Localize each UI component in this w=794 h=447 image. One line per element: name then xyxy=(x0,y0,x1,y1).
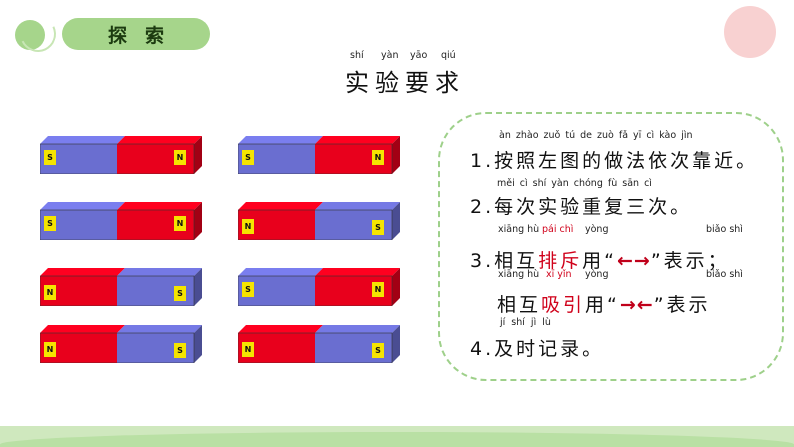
requirement-3-mid: 用“ xyxy=(582,250,617,272)
line2-pinyin: měi cì shí yàn chóng fù sān cì xyxy=(497,178,652,189)
decorative-arc xyxy=(14,10,62,58)
line1-pinyin: àn zhào zuǒ tú de zuò fǎ yī cì kào jìn xyxy=(499,130,693,141)
pole-label: S xyxy=(174,343,186,358)
pole-label: N xyxy=(174,216,186,231)
pole-label: S xyxy=(242,282,254,297)
requirement-3-prefix: 3.相互 xyxy=(470,250,539,272)
line3-pinyin-red: pái chì xyxy=(542,224,574,235)
section-header: 探索 xyxy=(62,18,210,50)
requirement-2: 2.每次实验重复三次。 xyxy=(470,196,693,218)
pole-label: N xyxy=(174,150,186,165)
line4-pinyin-c: biǎo shì xyxy=(706,269,743,280)
title-pinyin-1: shí xyxy=(350,50,364,61)
requirement-3b-prefix: 相互 xyxy=(497,294,542,316)
pole-label: N xyxy=(44,285,56,300)
requirement-4: 4.及时记录。 xyxy=(470,338,605,360)
requirement-1: 1.按照左图的做法依次靠近。 xyxy=(470,150,759,172)
pole-label: N xyxy=(242,219,254,234)
line3-pinyin-a: xiāng hù xyxy=(498,224,540,235)
attract-arrows-icon: →← xyxy=(619,294,654,316)
requirement-3-suffix: ”表示； xyxy=(650,250,730,272)
requirement-3b-keyword: 吸引 xyxy=(541,294,586,316)
requirement-3-keyword: 排斥 xyxy=(538,250,583,272)
title-pinyin-3: yāo xyxy=(410,50,428,61)
pole-label: N xyxy=(372,150,384,165)
pole-label: N xyxy=(242,342,254,357)
pole-label: S xyxy=(372,220,384,235)
pole-label: S xyxy=(44,150,56,165)
title-pinyin-4: qiú xyxy=(441,50,456,61)
pole-label: S xyxy=(372,343,384,358)
page-title: 实验要求 xyxy=(345,69,465,97)
pole-label: S xyxy=(44,216,56,231)
pole-label: S xyxy=(174,286,186,301)
line3-pinyin-c: biǎo shì xyxy=(706,224,743,235)
pole-label: N xyxy=(372,282,384,297)
pole-label: S xyxy=(242,150,254,165)
line4-pinyin-b: yòng xyxy=(585,269,609,280)
pole-label: N xyxy=(44,342,56,357)
requirements-box xyxy=(438,112,784,381)
requirement-3b: 相互吸引用“→←”表示 xyxy=(497,290,711,317)
bottom-wave xyxy=(0,432,794,447)
line4-pinyin-red: xī yǐn xyxy=(546,269,572,280)
requirement-3b-mid: 用“ xyxy=(585,294,620,316)
section-header-label: 探索 xyxy=(107,24,182,47)
decorative-circle-pink xyxy=(724,6,776,58)
title-pinyin-2: yàn xyxy=(381,50,399,61)
repel-arrows-icon: ←→ xyxy=(617,250,651,272)
line4-pinyin-a: xiāng hù xyxy=(498,269,540,280)
decorative-circle xyxy=(15,20,45,50)
requirement-3b-suffix: ”表示 xyxy=(653,294,711,316)
line5-pinyin: jí shí jì lù xyxy=(500,317,551,328)
requirement-3: 3.相互排斥用“←→”表示； xyxy=(470,246,730,273)
line3-pinyin-b: yòng xyxy=(585,224,609,235)
